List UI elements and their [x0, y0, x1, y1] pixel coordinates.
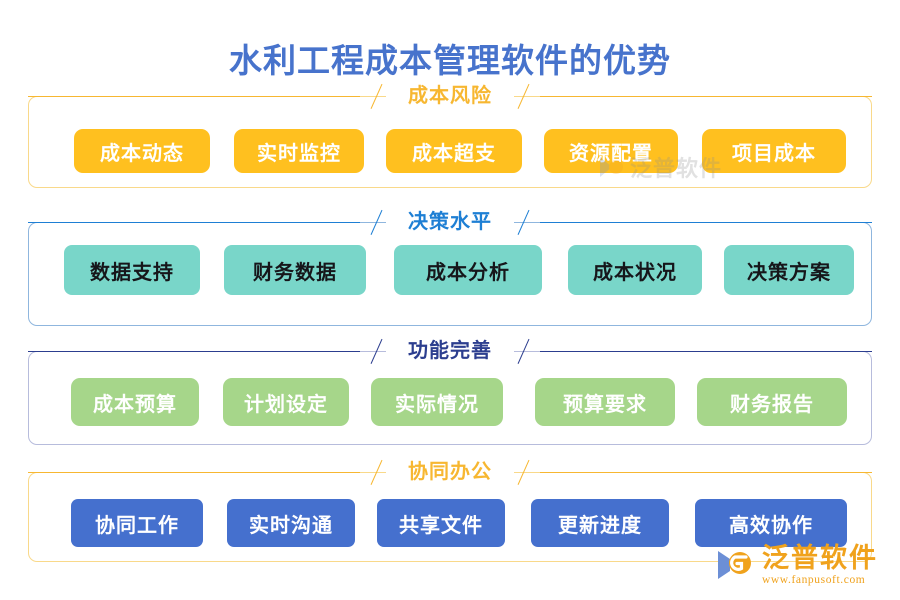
pill-resource-allocation[interactable]: 资源配置: [544, 129, 678, 173]
pill-update-progress[interactable]: 更新进度: [531, 499, 669, 547]
pill-row-decision-level: 数据支持 财务数据 成本分析 成本状况 决策方案: [28, 245, 872, 295]
pill-budget-request[interactable]: 预算要求: [535, 378, 675, 426]
pill-shared-files[interactable]: 共享文件: [377, 499, 505, 547]
pill-cost-dynamics[interactable]: 成本动态: [74, 129, 210, 173]
pill-cost-overrun[interactable]: 成本超支: [386, 129, 522, 173]
pill-cost-status[interactable]: 成本状况: [568, 245, 702, 295]
pill-plan-setting[interactable]: 计划设定: [223, 378, 349, 426]
pill-project-cost[interactable]: 项目成本: [702, 129, 846, 173]
pill-financial-report[interactable]: 财务报告: [697, 378, 847, 426]
brand-url: www.fanpusoft.com: [762, 573, 866, 586]
fanpu-logo-icon: [718, 551, 751, 580]
pill-realtime-monitor[interactable]: 实时监控: [234, 129, 364, 173]
brand-logo: 泛普软件 www.fanpusoft.com: [716, 542, 878, 587]
pill-row-complete-features: 成本预算 计划设定 实际情况 预算要求 财务报告: [28, 378, 872, 426]
pill-decision-plan[interactable]: 决策方案: [724, 245, 854, 295]
pill-efficient-collaboration[interactable]: 高效协作: [695, 499, 847, 547]
pill-data-support[interactable]: 数据支持: [64, 245, 200, 295]
pill-row-cost-risk: 成本动态 实时监控 成本超支 资源配置 项目成本: [28, 129, 872, 173]
pill-cost-budget[interactable]: 成本预算: [71, 378, 199, 426]
pill-cost-analysis[interactable]: 成本分析: [394, 245, 542, 295]
pill-realtime-communication[interactable]: 实时沟通: [227, 499, 355, 547]
pill-collaborative-work[interactable]: 协同工作: [71, 499, 203, 547]
page-title: 水利工程成本管理软件的优势: [229, 44, 671, 80]
brand-name: 泛普软件: [762, 542, 878, 573]
brand-text: 泛普软件 www.fanpusoft.com: [762, 542, 878, 587]
pill-financial-data[interactable]: 财务数据: [224, 245, 366, 295]
pill-row-collaborative-office: 协同工作 实时沟通 共享文件 更新进度 高效协作: [28, 499, 872, 547]
pill-actual-situation[interactable]: 实际情况: [371, 378, 503, 426]
